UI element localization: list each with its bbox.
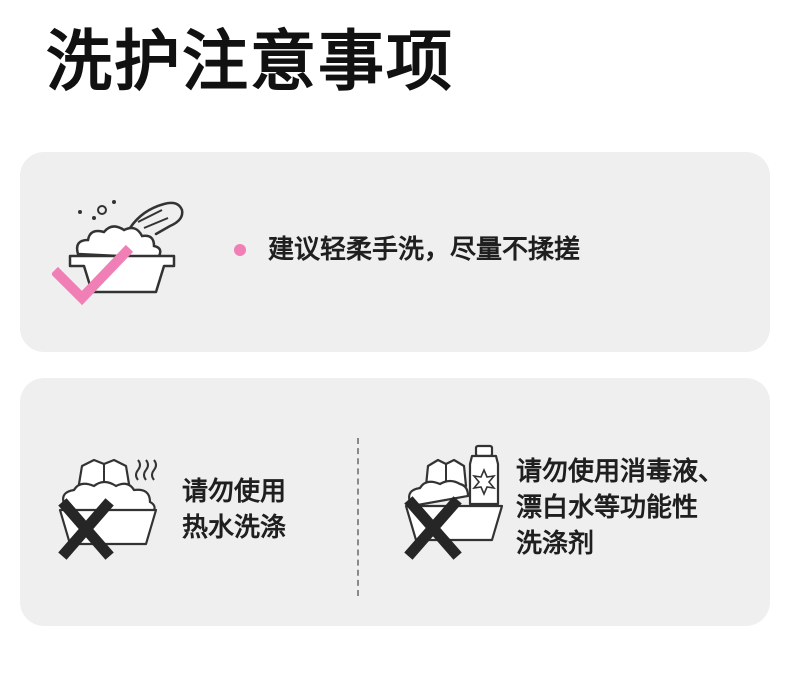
warning-line: 漂白水等功能性 bbox=[516, 493, 699, 523]
warning-text-hot-water: 请勿使用 热水洗涤 bbox=[182, 474, 286, 546]
hot-water-wash-cross-icon bbox=[54, 452, 166, 560]
tip-text: 建议轻柔手洗，尽量不揉搓 bbox=[268, 235, 581, 265]
tip-bullet bbox=[234, 244, 246, 256]
warning-line: 洗涤剂 bbox=[516, 529, 595, 559]
warning-line: 请勿使用 bbox=[182, 477, 287, 507]
page-title: 洗护注意事项 bbox=[46, 23, 454, 100]
divider bbox=[357, 438, 359, 596]
warning-text-bleach: 请勿使用消毒液、 漂白水等功能性 洗涤剂 bbox=[516, 454, 724, 562]
hand-wash-basin-check-icon bbox=[52, 188, 192, 310]
warning-line: 请勿使用消毒液、 bbox=[516, 457, 725, 487]
bleach-bottle-cross-icon bbox=[402, 444, 514, 560]
warning-line: 热水洗涤 bbox=[182, 513, 287, 543]
